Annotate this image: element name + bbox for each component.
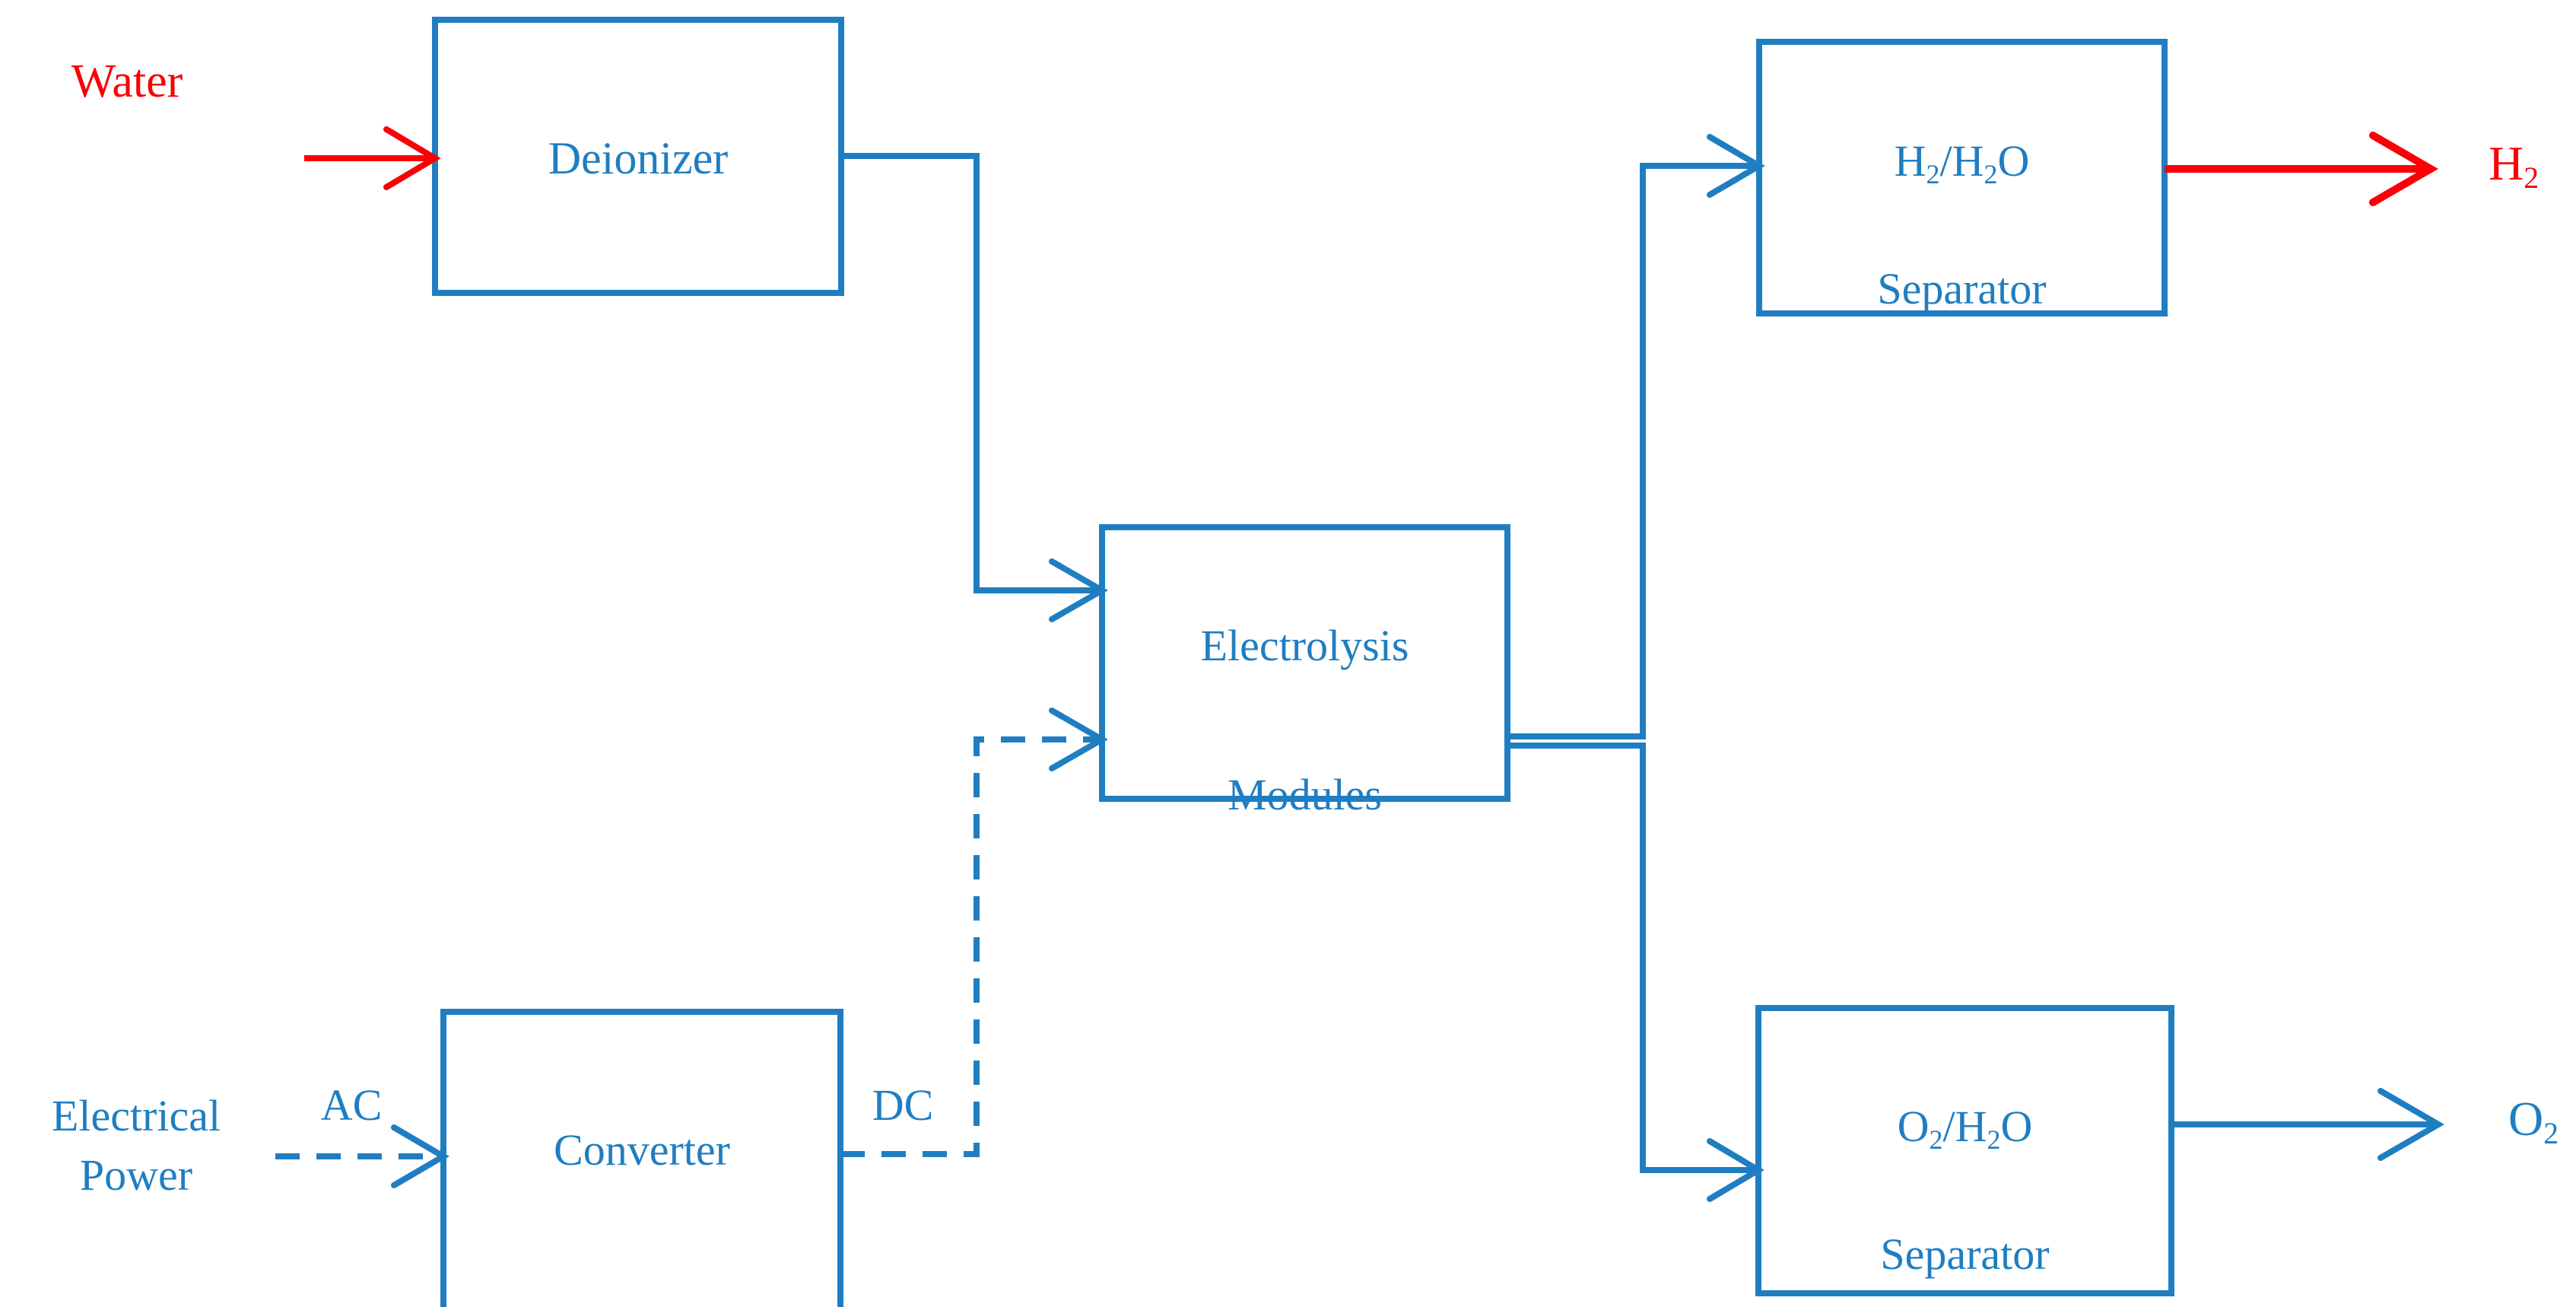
stream-label-water: Water: [71, 56, 183, 107]
block-label-deionizer: Deionizer: [548, 133, 729, 183]
stream-label-hydrogen-out: H2: [2488, 136, 2539, 196]
block-electrolysis-modules[interactable]: [1099, 524, 1510, 802]
block-label-h2-separator-line1: H2/H2O: [1894, 136, 2030, 190]
connector-electrolysis-to-h2-separator: [1507, 134, 1765, 739]
connector-deionizer-to-electrolysis: [841, 153, 1109, 622]
stream-label-ac: AC: [320, 1080, 383, 1130]
block-o2-separator[interactable]: [1755, 1005, 2174, 1296]
block-converter[interactable]: [440, 1009, 843, 1307]
block-deionizer[interactable]: [432, 17, 844, 296]
stream-label-dc: DC: [872, 1080, 934, 1130]
block-label-o2-separator-line2: Separator: [1880, 1229, 2050, 1280]
block-label-h2-separator-line2: Separator: [1877, 264, 2047, 314]
block-label-electrolysis-line1: Electrolysis: [1200, 621, 1409, 671]
connector-power-to-converter: [275, 1124, 449, 1188]
block-label-electrolysis-line2: Modules: [1228, 770, 1382, 820]
connector-o2-separator-to-oxygen: [2171, 1088, 2444, 1161]
block-h2-separator[interactable]: [1756, 39, 2168, 316]
connector-electrolysis-to-o2-separator: [1507, 743, 1764, 1202]
stream-label-oxygen-out: O2: [2508, 1092, 2559, 1151]
block-label-electrolysis: Electrolysis Modules: [1102, 550, 1507, 891]
connector-h2-separator-to-hydrogen: [2165, 132, 2438, 206]
block-label-converter: Converter: [554, 1125, 730, 1175]
stream-label-electrical-power: Electrical Power: [51, 1091, 221, 1200]
block-label-h2-separator: H2/H2O Separator: [1759, 65, 2165, 385]
connector-converter-to-electrolysis: [840, 708, 1109, 1157]
connector-water-to-deionizer: [304, 126, 441, 190]
block-label-o2-separator-line1: O2/H2O: [1897, 1102, 2033, 1156]
block-label-o2-separator: O2/H2O Separator: [1758, 1031, 2171, 1307]
